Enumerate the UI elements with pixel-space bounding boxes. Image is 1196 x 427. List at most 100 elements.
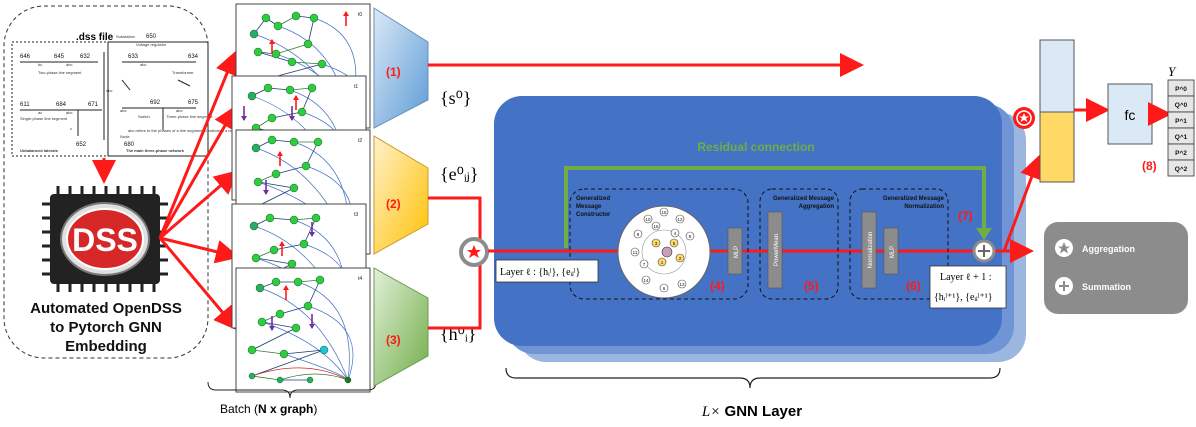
layer-output-bottom: {hᵢˡ⁺¹}, {eᵢⱼˡ⁺¹} — [934, 292, 993, 303]
circle-node — [651, 238, 661, 248]
output-cell-label: P^2 — [1175, 149, 1187, 157]
graph-node — [344, 376, 352, 384]
powermean-bar — [767, 211, 783, 289]
graph-node — [319, 345, 329, 355]
circle-node-label: 16 — [653, 224, 659, 229]
circle-node-label: 12 — [677, 217, 683, 222]
output-cell-label: Q^2 — [1175, 165, 1188, 173]
graph-node — [247, 345, 257, 355]
concat-vector — [1039, 39, 1075, 183]
fc-block: fc — [1107, 83, 1153, 145]
annotation: Substation — [116, 34, 135, 39]
circle-node — [670, 228, 680, 238]
graph-node — [263, 83, 273, 93]
graph-node — [276, 376, 284, 384]
step-label-7: (7) — [958, 209, 973, 223]
module-boxes — [569, 188, 949, 300]
left-panel: .dss file 646 645 632 633 634 611 684 67… — [3, 5, 247, 359]
graph-node — [257, 317, 267, 327]
dss-chip-icon: DSS — [42, 186, 168, 292]
circle-node — [641, 275, 651, 285]
circle-node-label: 1 — [661, 260, 664, 265]
node-label: 646 — [20, 54, 31, 60]
layer-input-text: Layer ℓ : {hᵢˡ}, {eᵢⱼˡ} — [500, 267, 580, 278]
circle-node-label: 6 — [663, 286, 666, 291]
graph-node — [285, 85, 295, 95]
graph-node — [315, 275, 325, 285]
layer-output-label: Layer ℓ + 1 : {hᵢˡ⁺¹}, {eᵢⱼˡ⁺¹} — [929, 265, 1007, 309]
mlp-label-1: MLP — [734, 246, 740, 258]
circle-node-label: 7 — [643, 262, 646, 267]
graph-node — [303, 301, 313, 311]
annotation: Two-phase line segment — [38, 70, 82, 75]
circle-node — [677, 279, 687, 289]
gnn-caption-prefix: L× — [701, 404, 720, 420]
output-cell-label: Q^0 — [1175, 101, 1188, 109]
dss-logo-text: DSS — [72, 222, 138, 258]
caption-line: to Pytorch GNN — [50, 319, 162, 336]
graph-node — [279, 349, 289, 359]
node-label: 632 — [80, 54, 91, 60]
batch-caption-prefix: Batch ( — [220, 402, 258, 416]
circle-node — [651, 221, 661, 231]
annotation: Node — [120, 134, 130, 139]
circle-node-label: 5 — [673, 241, 676, 246]
center-node — [661, 246, 673, 258]
phase-label: abc — [140, 62, 146, 67]
normalization-title: Generalized Message — [883, 196, 945, 202]
encoder-1: (1) {s⁰} — [373, 7, 472, 129]
graph-node — [289, 137, 299, 147]
graph-node — [275, 309, 285, 319]
dss-file-title: .dss file — [76, 32, 114, 43]
encoder-2-symbol: {e⁰ᵢⱼ} — [440, 164, 479, 184]
node-label: 652 — [76, 142, 87, 148]
circle-node-label: 9 — [637, 232, 640, 237]
aggregation-title: Generalized Message — [773, 196, 835, 202]
mlp-label-2: MLP — [890, 246, 896, 258]
annotation: abc refers to the phases of a line segme… — [128, 128, 247, 133]
graph-node — [301, 161, 311, 171]
constructor-title: Constructor — [576, 212, 611, 218]
node-label: 645 — [54, 54, 65, 60]
feeder-annotations: Substation Voltage regulator Two-phase l… — [20, 34, 247, 153]
graph-node — [287, 259, 297, 269]
phase-labels: bc abc ac c abc abc abc abc abc — [38, 62, 182, 131]
graph-node — [313, 137, 323, 147]
batch-caption-suffix: ) — [313, 402, 317, 416]
graph-node — [267, 113, 277, 123]
aggregation-title: Aggregation — [799, 204, 835, 210]
node-label: 680 — [124, 142, 135, 148]
gnn-caption: L× GNN Layer — [701, 403, 802, 420]
circle-node — [659, 283, 669, 293]
graph-node — [253, 47, 263, 57]
concat-star-icon — [1013, 107, 1035, 129]
normalization-label: Normalization — [868, 232, 874, 269]
output-cell-label: Q^1 — [1175, 133, 1188, 141]
graph-node — [269, 245, 279, 255]
normalization-bar — [861, 211, 877, 289]
node-label: 675 — [188, 100, 199, 106]
circle-node — [643, 214, 653, 224]
circle-node — [633, 229, 643, 239]
embedding-caption: Automated OpenDSS to Pytorch GNN Embeddi… — [30, 300, 182, 355]
graph-node — [248, 372, 256, 380]
output-vector: P^0Q^0P^1Q^1P^2Q^2 — [1167, 79, 1195, 177]
graph-node — [273, 21, 283, 31]
arrow-to-concat — [1002, 154, 1043, 252]
graph-node — [271, 49, 281, 59]
node-label: 634 — [188, 54, 199, 60]
graph-node — [251, 143, 261, 153]
phase-label: ac — [38, 110, 42, 115]
legend-aggregation: Aggregation — [1082, 244, 1135, 254]
graph-node — [297, 107, 307, 117]
circle-node-label: 11 — [633, 250, 638, 255]
fc-label: fc — [1125, 107, 1136, 123]
annotation: Three-phase line segment — [166, 114, 213, 119]
graph-node — [309, 13, 319, 23]
node-label: 684 — [56, 102, 67, 108]
circle-node-label: 14 — [643, 278, 649, 283]
graph-node — [261, 13, 271, 23]
graph-node — [267, 135, 277, 145]
batch-caption-graph: graph — [280, 402, 313, 416]
graph-node — [317, 59, 327, 69]
